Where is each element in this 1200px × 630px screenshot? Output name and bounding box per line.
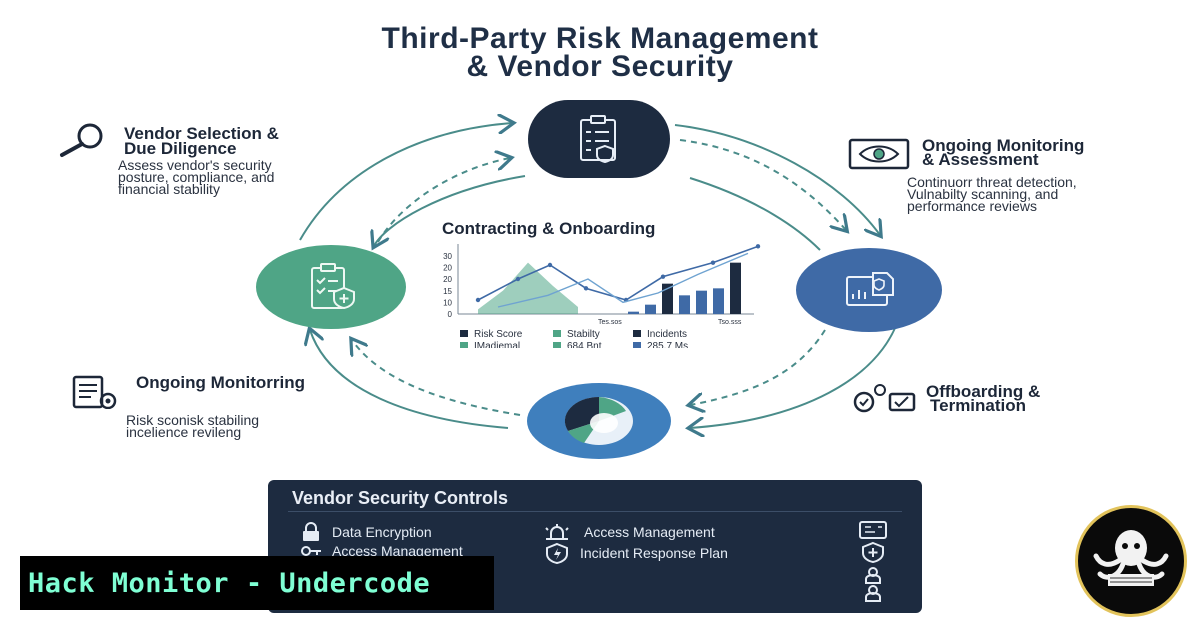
ongoing-monitoring-title: Ongoing Monitorring (136, 373, 306, 392)
node-left (256, 245, 406, 329)
legend-swatch (553, 342, 561, 348)
node-bottom (527, 383, 671, 459)
risk-score-bar (662, 283, 673, 314)
eye-monitor-icon (848, 138, 910, 170)
chart-title: Contracting & Onboarding (442, 219, 656, 238)
y-tick-label: 20 (443, 275, 452, 284)
risk-score-bar (696, 290, 707, 314)
monitoring-assessment-desc-line1: Continuorr threat detection, (907, 174, 1077, 190)
vendor-selection-title-line1: Vendor Selection & (124, 124, 279, 143)
incidents-line (497, 252, 749, 308)
node-top (528, 100, 670, 178)
stability-line (477, 245, 759, 301)
risk-score-bar (713, 288, 724, 314)
stability-point (755, 244, 761, 249)
offboarding-title-line2: Termination (930, 396, 1027, 415)
page-title-line2: & Vendor Security (466, 50, 734, 83)
alarm-icon (545, 524, 569, 540)
y-tick-label: 0 (448, 310, 453, 319)
brand-text: Hack Monitor - Undercode (28, 567, 431, 599)
undercode-logo (1075, 505, 1187, 617)
y-tick-label: 10 (443, 298, 452, 307)
control-data-encryption-label: Data Encryption (332, 524, 432, 540)
clipboard-checklist-icon (580, 115, 616, 164)
control-incident-response-label: Incident Response Plan (580, 545, 728, 561)
pie-chart-icon (564, 396, 633, 445)
control-access-management: Access Management (540, 522, 715, 542)
monitoring-assessment-title-line1: Ongoing Monitoring (922, 136, 1085, 155)
legend-swatch (460, 330, 468, 337)
y-tick-label: 15 (443, 287, 452, 296)
shield-plus-icon (862, 541, 884, 564)
shield-bolt-icon (546, 542, 568, 564)
legend-swatch (633, 330, 641, 337)
legend-label: 285.7 Ms (647, 341, 688, 348)
controls-divider (288, 511, 902, 512)
users-icon (865, 567, 881, 602)
risk-score-bar (730, 262, 741, 314)
legend-swatch (633, 342, 641, 348)
vendor-selection-title-line2: Due Diligence (124, 139, 237, 158)
ongoing-monitoring-desc-line2: incelience revileng (126, 424, 242, 440)
key-icon (301, 546, 321, 556)
clipboard-shield-icon (311, 263, 355, 310)
control-incident-response: Incident Response Plan (544, 542, 728, 564)
page-title-line1: Third-Party Risk Management (381, 22, 819, 55)
controls-title: Vendor Security Controls (292, 488, 509, 508)
legend-swatch (553, 330, 561, 337)
x-tick-label: Tso.sss (718, 319, 742, 326)
brand-banner: Hack Monitor - Undercode (20, 556, 494, 610)
y-tick-label: 20 (443, 264, 452, 273)
legend-label: Incidents (647, 329, 687, 340)
vendor-selection-desc-line2: posture, compliance, and (118, 169, 275, 185)
risk-score-bar (645, 304, 656, 314)
control-access-management-label: Access Management (584, 524, 715, 540)
legend-label: Stabilty (567, 329, 600, 340)
stability-point (583, 286, 589, 291)
report-icon (72, 375, 117, 409)
control-access-management-left-label: Access Management (332, 543, 463, 559)
vendor-selection-desc-line3: financial stability (118, 181, 220, 197)
control-data-encryption: Data Encryption (300, 522, 432, 542)
risk-score-bar (679, 295, 690, 314)
stability-point (515, 276, 521, 282)
monitoring-assessment-title-line2: & Assessment (922, 150, 1039, 169)
octopus-logo-icon (1093, 530, 1169, 586)
control-access-management-left: Access Management (300, 543, 463, 559)
monitoring-assessment-desc-line3: performance reviews (907, 198, 1037, 214)
offboarding-icon (853, 384, 916, 413)
lock-icon (303, 522, 319, 541)
legend-label: IMadiemal (474, 341, 520, 348)
magnifier-icon (60, 123, 103, 157)
y-tick-label: 30 (443, 252, 452, 261)
node-right (796, 248, 942, 332)
stability-point (475, 297, 481, 303)
offboarding-title-line1: Offboarding & (926, 382, 1041, 401)
stability-area (478, 262, 578, 314)
legend-swatch (460, 342, 468, 348)
stability-point (660, 274, 666, 279)
controls-side-icons (859, 521, 887, 602)
monitor-chart-icon (846, 272, 894, 306)
legend-label: Risk Score (474, 329, 523, 340)
monitoring-assessment-desc-line2: Vulnabilty scanning, and (907, 186, 1059, 202)
stability-point (710, 260, 716, 265)
x-tick-label: Tes.sos (598, 319, 622, 326)
legend-label: 684 Bnt (567, 341, 602, 348)
vendor-selection-desc-line1: Assess vendor's security (118, 157, 272, 173)
risk-score-bar (628, 311, 639, 314)
stability-point (547, 262, 553, 268)
ongoing-monitoring-desc-line1: Risk sconisk stabiling (126, 412, 260, 428)
id-card-icon (859, 521, 887, 539)
